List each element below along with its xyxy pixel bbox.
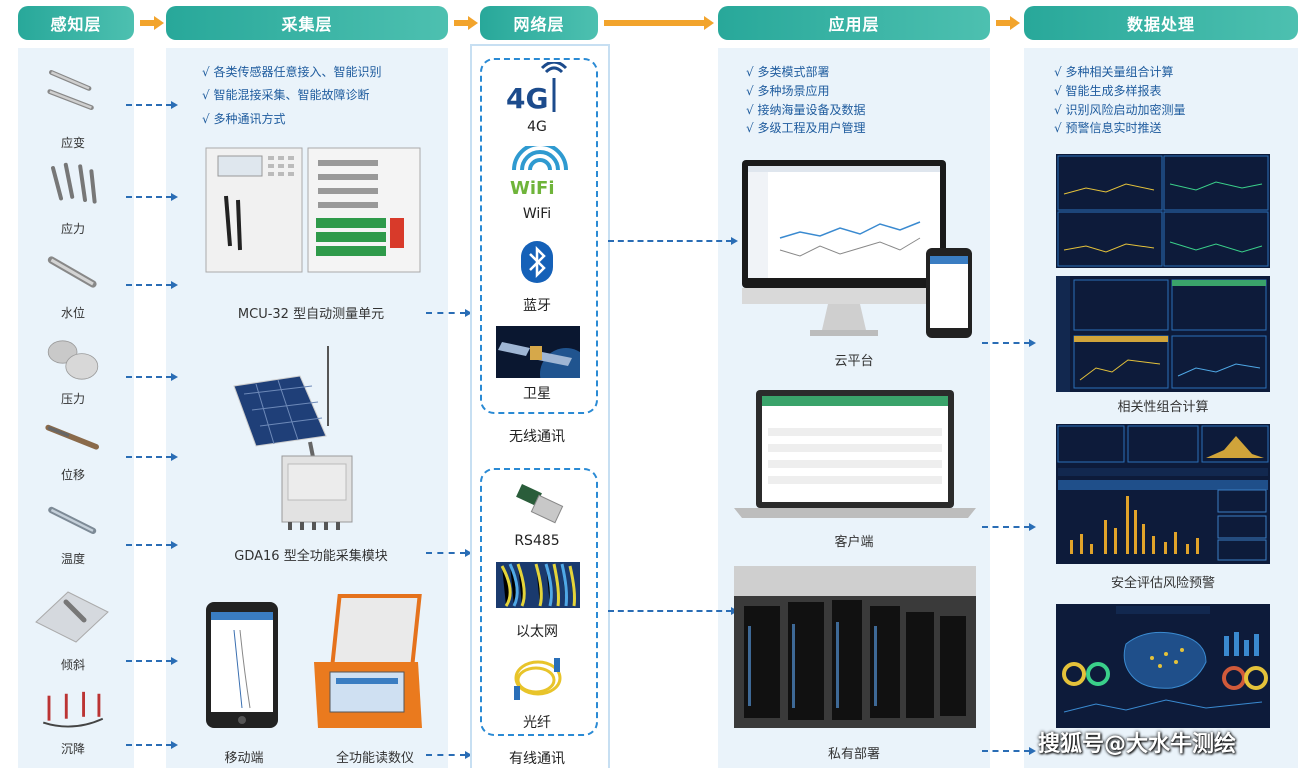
processing-check-4: √ 预警信息实时推送 [1054, 121, 1162, 135]
private-deployment-image [734, 566, 976, 728]
arrow-mcu-network [426, 309, 472, 317]
sensor-label-settlement: 沉降 [60, 742, 85, 756]
tilt-sensor-icon [35, 591, 109, 643]
stress-sensor-icon [51, 162, 97, 204]
mobile-terminal-image [206, 602, 278, 728]
app-check-3: √ 接纳海量设备及数据 [746, 103, 866, 117]
wireless-group [480, 58, 598, 414]
header-arrow-4 [996, 16, 1020, 30]
network-label-wifi: WiFi [522, 206, 552, 222]
temperature-sensor-icon [48, 506, 97, 534]
pressure-cell-icon [47, 340, 99, 380]
processing-check-2: √ 智能生成多样报表 [1054, 84, 1162, 98]
header-arrow-3 [604, 16, 714, 30]
arrow-wireless-app [608, 237, 738, 245]
arrow-strain [126, 101, 178, 109]
network-label-ethernet: 以太网 [516, 624, 558, 640]
header-network: 网络层 [480, 6, 598, 40]
arrow-temperature [126, 541, 178, 549]
app-check-4: √ 多级工程及用户管理 [746, 121, 866, 135]
header-collection: 采集层 [166, 6, 448, 40]
map-dashboard-image [1056, 604, 1270, 728]
ethernet-icon [496, 562, 580, 608]
settlement-sensor-icon [42, 691, 104, 728]
network-label-fiber: 光纤 [523, 715, 551, 731]
gda16-module-image [233, 346, 353, 530]
arrow-tilt [126, 657, 178, 665]
mcu-32-label: MCU-32 型自动测量单元 [237, 307, 385, 322]
displacement-sensor-icon [45, 424, 99, 450]
bluetooth-icon [521, 241, 553, 283]
processing-check-1: √ 多种相关量组合计算 [1054, 65, 1174, 79]
sensor-label-stress: 应力 [60, 222, 85, 236]
network-panel [470, 44, 610, 768]
svg-text:4G: 4G [506, 82, 548, 115]
arrow-settlement [126, 741, 178, 749]
processing-check-3: √ 识别风险启动加密测量 [1054, 103, 1186, 117]
collection-check-1: √ 各类传感器任意接入、智能识别 [202, 65, 382, 79]
mcu-32-unit-image [205, 147, 421, 273]
arrow-stress [126, 193, 178, 201]
collection-check-3: √ 多种通讯方式 [202, 112, 286, 126]
arrow-displacement [126, 453, 178, 461]
strain-gauge-icon [47, 70, 94, 110]
combination-calc-dashboard-image [1056, 154, 1270, 392]
arrow-gda-network [426, 549, 472, 557]
4g-icon: 4G [506, 62, 568, 115]
header-processing: 数据处理 [1024, 6, 1298, 40]
header-arrow-2 [454, 16, 478, 30]
arrow-cloud-processing [982, 339, 1036, 347]
arrow-reader-network [426, 751, 472, 759]
sensor-label-temperature: 温度 [60, 552, 85, 566]
risk-warning-label: 安全评估风险预警 [1110, 576, 1215, 591]
cloud-platform-label: 云平台 [834, 354, 874, 369]
arrow-private-processing [982, 747, 1036, 755]
client-laptop-image [734, 390, 976, 518]
readout-instrument-image [314, 594, 422, 728]
satellite-icon [496, 326, 580, 378]
sensor-label-water-level: 水位 [60, 306, 85, 320]
wired-group [480, 468, 598, 736]
rs485-icon [516, 484, 564, 524]
collection-check-2: √ 智能混接采集、智能故障诊断 [202, 88, 370, 102]
water-level-sensor-icon [47, 256, 97, 288]
arrow-wired-app [608, 607, 738, 615]
risk-warning-dashboard-image [1056, 424, 1270, 564]
app-check-1: √ 多类模式部署 [746, 65, 830, 79]
network-label-satellite: 卫星 [523, 386, 551, 402]
network-label-bluetooth: 蓝牙 [523, 298, 551, 314]
arrow-client-processing [982, 523, 1036, 531]
header-sensing: 感知层 [18, 6, 134, 40]
network-label-4g: 4G [527, 119, 547, 135]
sensing-column-bg [18, 48, 134, 768]
wired-group-title: 有线通讯 [509, 751, 565, 767]
svg-text:WiFi: WiFi [510, 178, 555, 196]
header-arrow-1 [140, 16, 164, 30]
readout-instrument-label: 全功能读数仪 [335, 751, 414, 766]
sensor-label-strain: 应变 [60, 136, 85, 150]
sensor-label-pressure: 压力 [60, 392, 85, 406]
header-application: 应用层 [718, 6, 990, 40]
watermark: 搜狐号@大水牛测绘 [1038, 732, 1237, 757]
wifi-icon: WiFi [510, 146, 568, 196]
private-deployment-label: 私有部署 [827, 747, 880, 762]
gda16-label: GDA16 型全功能采集模块 [234, 549, 388, 564]
app-check-2: √ 多种场景应用 [746, 84, 830, 98]
fiber-optic-icon [514, 658, 562, 700]
combination-calc-label: 相关性组合计算 [1117, 400, 1209, 415]
wireless-group-title: 无线通讯 [509, 429, 565, 445]
network-label-rs485: RS485 [514, 533, 560, 549]
client-label: 客户端 [834, 535, 874, 550]
sensor-label-tilt: 倾斜 [60, 658, 85, 672]
arrow-pressure [126, 373, 178, 381]
mobile-terminal-label: 移动端 [224, 751, 264, 766]
cloud-platform-image [742, 160, 972, 338]
sensor-label-displacement: 位移 [60, 468, 85, 482]
arrow-water [126, 281, 178, 289]
